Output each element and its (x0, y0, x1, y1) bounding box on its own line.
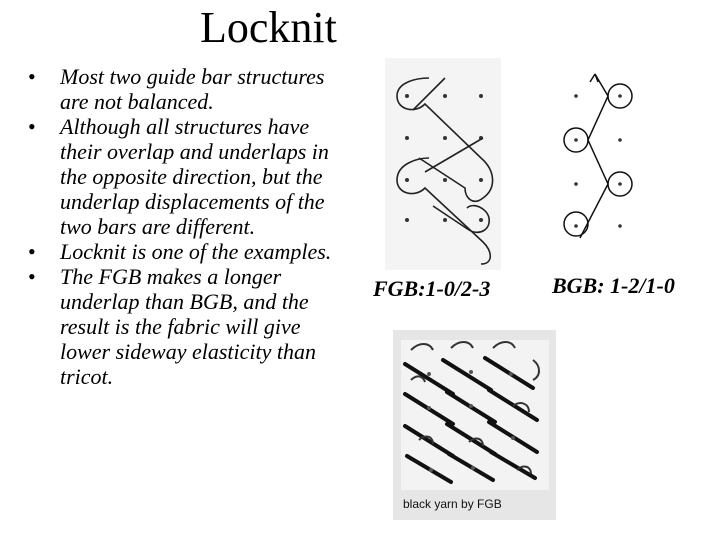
bullet-marker: • (28, 264, 36, 289)
bullet-item: • Most two guide bar structures are not … (28, 64, 338, 114)
bullet-text: The FGB makes a longer underlap than BGB… (60, 264, 317, 389)
bgb-lapping-svg (563, 73, 633, 239)
bullet-item: • Locknit is one of the examples. (28, 239, 338, 264)
bullet-item: • Although all structures have their ove… (28, 114, 338, 239)
fabric-caption: black yarn by FGB (403, 497, 502, 511)
bullet-marker: • (28, 239, 36, 264)
slide-title: Locknit (200, 3, 337, 52)
bullet-marker: • (28, 64, 36, 89)
bullet-list: • Most two guide bar structures are not … (28, 64, 338, 389)
fgb-lapping-svg (396, 77, 494, 265)
bgb-lapping-diagram (550, 68, 680, 246)
bullet-text: Although all structures have their overl… (60, 114, 329, 239)
locknit-fabric-svg: black yarn by FGB (393, 330, 556, 520)
fgb-caption: FGB:1-0/2-3 (373, 276, 491, 301)
bullet-text: Most two guide bar structures are not ba… (60, 64, 325, 114)
bullet-item: • The FGB makes a longer underlap than B… (28, 264, 338, 389)
bgb-caption: BGB: 1-2/1-0 (552, 273, 675, 298)
fgb-lapping-diagram (385, 58, 501, 270)
locknit-fabric-image: black yarn by FGB (393, 330, 556, 520)
bullet-text: Locknit is one of the examples. (60, 239, 332, 264)
bullet-marker: • (28, 114, 36, 139)
